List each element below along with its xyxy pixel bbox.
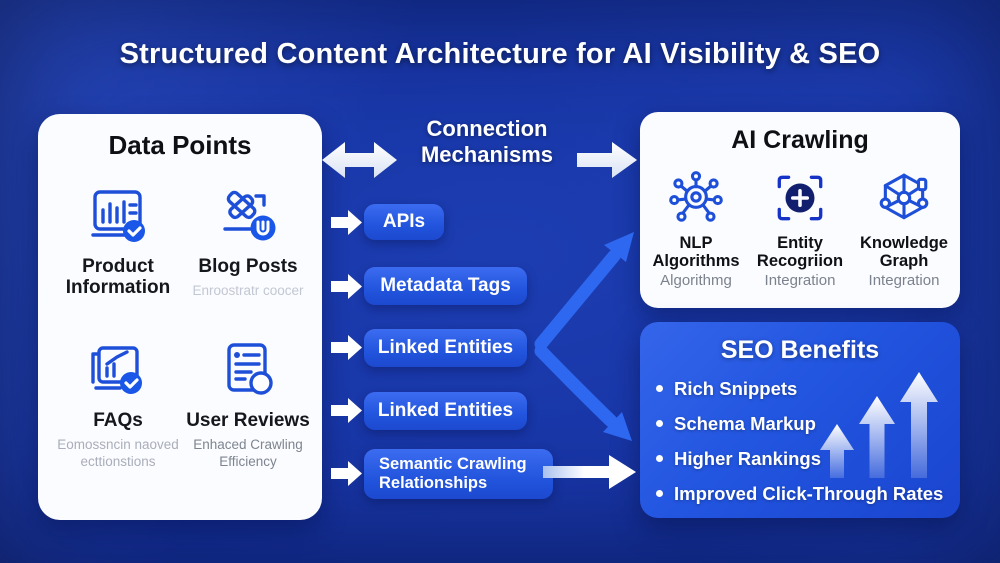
ai-item-subtext: Integration <box>764 271 836 289</box>
data-point-label: User Reviews <box>186 410 310 431</box>
pill-semantic-crawling-relationships: Semantic Crawling Relationships <box>364 449 553 499</box>
seo-benefits-list: Rich Snippets Schema Markup Higher Ranki… <box>656 378 943 518</box>
chart-pages-check-icon <box>52 336 184 402</box>
ai-item-knowledge-graph: Knowledge Graph Integration <box>853 168 955 289</box>
pill-metadata-tags: Metadata Tags <box>364 267 527 305</box>
data-point-subtext: Enhaced Crawling Efficiency <box>193 437 303 470</box>
ai-item-label: NLP Algorithms <box>652 234 740 271</box>
data-points-title: Data Points <box>108 130 252 160</box>
pill-arrow-icon <box>331 398 362 423</box>
data-point-faqs: FAQs Eomossncin naoved ecttionstions <box>52 336 184 471</box>
data-point-label: FAQs <box>93 410 143 431</box>
seo-benefit-item: Higher Rankings <box>656 448 943 470</box>
seo-benefit-label: Higher Rankings <box>674 448 821 469</box>
document-review-icon <box>182 336 314 402</box>
focus-plus-icon <box>749 168 851 228</box>
seo-benefit-item: Schema Markup <box>656 413 943 435</box>
ai-item-subtext: Integration <box>868 271 940 289</box>
data-point-product-information: Product Information <box>52 182 184 299</box>
data-point-user-reviews: User Reviews Enhaced Crawling Efficiency <box>182 336 314 471</box>
ai-item-entity-recognition: Entity Recogriion Integration <box>749 168 851 289</box>
bullet-dot <box>656 420 663 427</box>
seo-benefits-title: SEO Benefits <box>720 336 880 364</box>
bullet-dot <box>656 455 663 462</box>
bar-chart-check-icon <box>52 182 184 248</box>
seo-benefits-panel: SEO Benefits Rich Snippets Schema Markup… <box>640 322 960 518</box>
pill-arrow-icon <box>331 274 362 299</box>
ai-item-label: Entity Recogriion <box>756 234 844 271</box>
double-arrow-icon <box>322 142 397 178</box>
network-hub-icon <box>645 168 747 228</box>
right-arrow-icon <box>577 142 637 178</box>
data-point-subtext: Eomossncin naoved ecttionstions <box>57 437 179 470</box>
seo-benefit-item: Rich Snippets <box>656 378 943 400</box>
connection-mechanisms-title: Connection Mechanisms <box>420 116 554 168</box>
ai-item-nlp-algorithms: NLP Algorithms Algorithmg <box>645 168 747 289</box>
ai-item-label: Knowledge Graph <box>859 234 948 271</box>
bullet-dot <box>656 490 663 497</box>
data-points-panel: Data Points Product Information <box>38 114 322 520</box>
data-point-label: Product Information <box>65 256 171 299</box>
data-point-subtext: Enroostratr coocer <box>192 283 304 299</box>
bullet-dot <box>656 385 663 392</box>
data-point-blog-posts: Blog Posts Enroostratr coocer <box>182 182 314 300</box>
data-point-label: Blog Posts <box>198 256 298 277</box>
pill-apis: APIs <box>364 204 444 240</box>
blue-arrow-to-ai-crawling <box>534 232 634 351</box>
ai-crawling-title: AI Crawling <box>731 126 869 154</box>
semantic-arrow-icon <box>543 455 636 489</box>
page-title: Structured Content Architecture for AI V… <box>119 38 881 70</box>
pill-linked-entities-2: Linked Entities <box>364 392 527 430</box>
seo-benefit-label: Schema Markup <box>674 413 816 434</box>
pill-arrow-icon <box>331 210 362 235</box>
seo-benefit-item: Improved Click-Through Rates <box>656 483 943 505</box>
pill-arrow-icon <box>331 335 362 360</box>
seo-benefit-label: Improved Click-Through Rates <box>674 483 944 504</box>
ai-crawling-panel: AI Crawling NLP Algorit <box>640 112 960 308</box>
pill-linked-entities-1: Linked Entities <box>364 329 527 367</box>
ai-item-subtext: Algorithmg <box>660 271 732 289</box>
pencil-badge-icon <box>182 182 314 248</box>
seo-benefit-label: Rich Snippets <box>674 378 798 399</box>
blue-arrow-to-seo-benefits <box>534 344 632 441</box>
graph-hexagon-icon <box>853 168 955 228</box>
pill-arrow-icon <box>331 461 362 486</box>
